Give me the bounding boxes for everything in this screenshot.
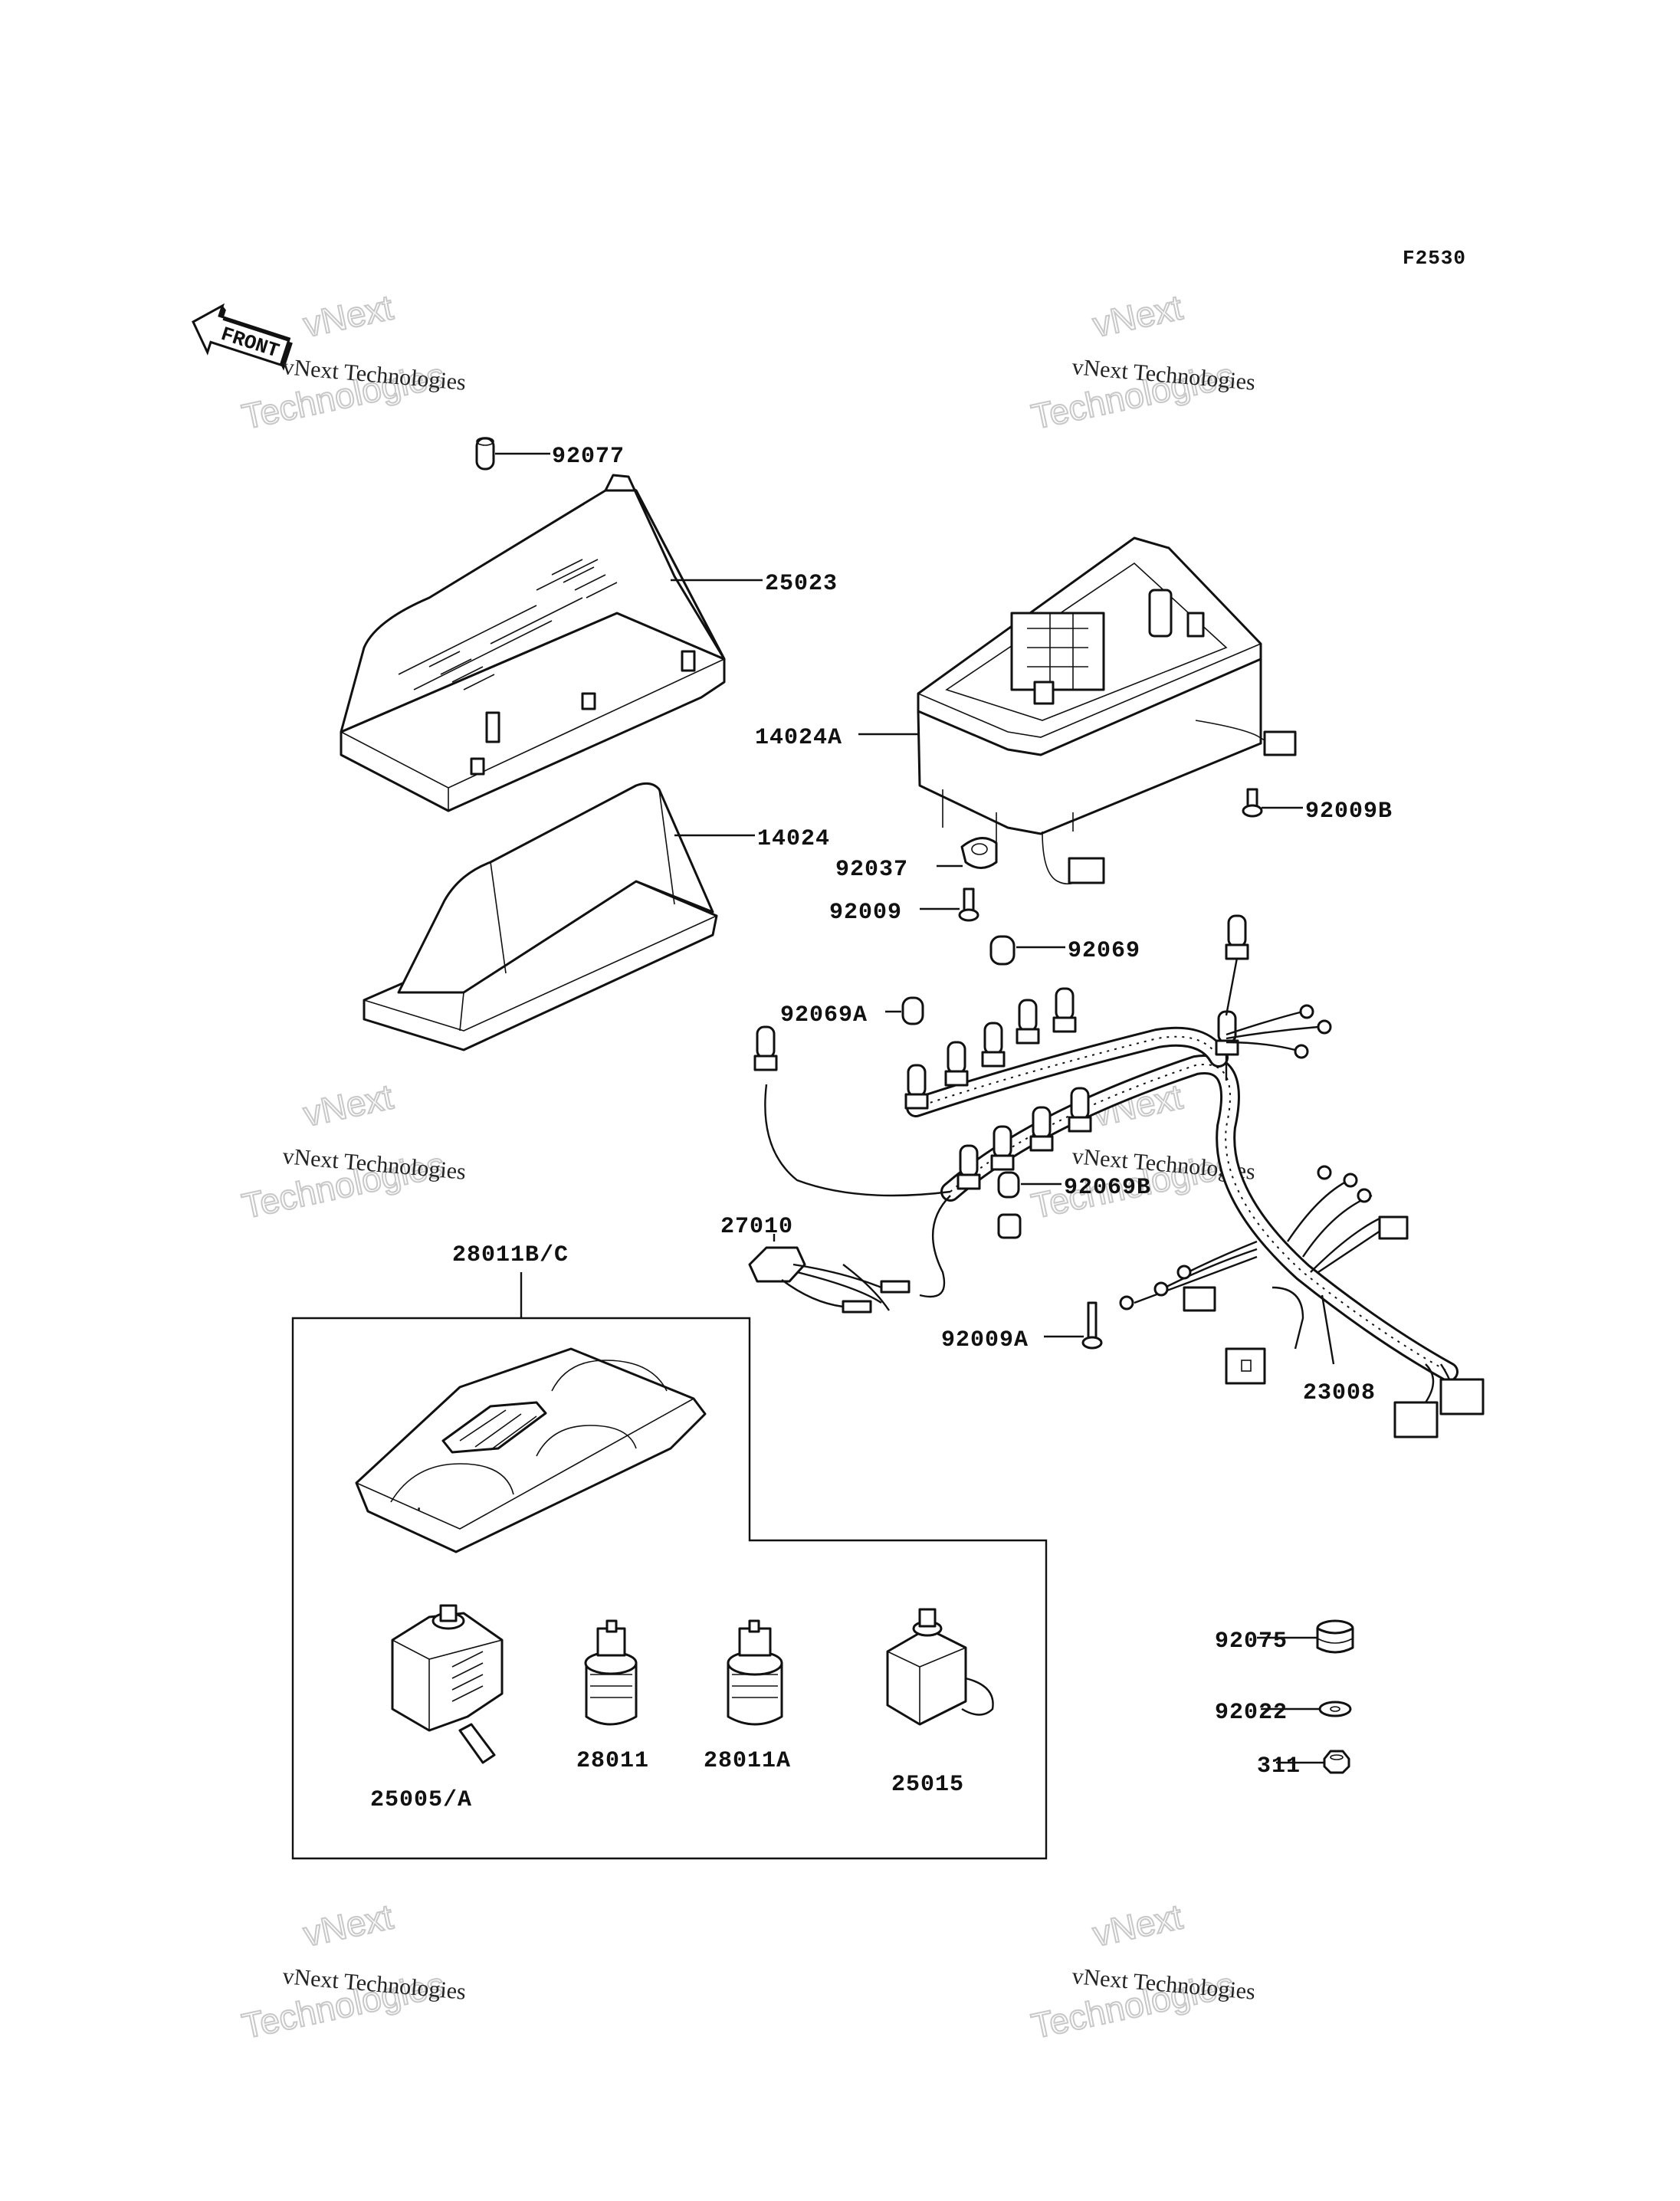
label-14024A: 14024A [755,725,842,751]
part-92022-washer [1318,1701,1352,1717]
svg-text:vNext: vNext [300,1076,396,1133]
part-28011A-lamp [727,1619,783,1726]
label-92009: 92009 [829,900,902,926]
label-92009A: 92009A [941,1327,1029,1353]
label-311: 311 [1257,1753,1301,1779]
part-27010-sensor [748,1246,911,1314]
watermark-bottom-right: vNext Technologies vNext Technologies [1027,1895,1256,2046]
label-92069B: 92069B [1064,1175,1151,1201]
part-14024-meter-lower-cover [363,782,718,1051]
label-28011BC: 28011B/C [452,1242,569,1268]
front-arrow-icon: FRONT [192,303,293,371]
label-25023: 25023 [765,571,838,597]
label-27010: 27010 [720,1214,793,1240]
label-25015: 25015 [891,1772,964,1798]
label-25005A: 25005/A [370,1787,472,1813]
part-25023-meter-cover [340,474,726,812]
part-92069A-bulb [901,996,924,1025]
svg-text:vNext: vNext [300,1896,396,1953]
part-23008-wiring-harness [753,914,1485,1438]
part-92077-pin [475,437,495,471]
part-92009A-screw [1081,1301,1103,1350]
figure-code: F2530 [1403,247,1466,270]
kit-box-outline [291,1317,1048,1860]
watermark-top-right: vNext Technologies vNext Technologies [1027,286,1256,437]
watermark-middle-left: vNext Technologies vNext Technologies [238,1075,467,1226]
part-92069-bulb [989,935,1016,966]
label-92022: 92022 [1215,1700,1288,1726]
part-92037-clamp [960,837,998,869]
svg-text:vNext: vNext [1089,1896,1186,1953]
label-92077: 92077 [552,444,625,470]
part-311-nut [1323,1750,1350,1774]
part-25005A-gauge [391,1604,504,1764]
part-meter-panel-board: · [355,1347,707,1553]
part-92009-screw [958,887,979,922]
label-92069A: 92069A [780,1002,868,1028]
part-14024A-meter-case [917,536,1297,885]
label-92037: 92037 [835,857,908,883]
label-23008: 23008 [1303,1380,1376,1406]
part-92009B-screw [1242,788,1263,818]
label-28011: 28011 [576,1748,649,1774]
label-28011A: 28011A [704,1748,791,1774]
svg-text:vNext: vNext [300,287,396,344]
label-92075: 92075 [1215,1629,1288,1655]
part-28011-lamp [584,1619,638,1726]
label-92009B: 92009B [1305,799,1393,825]
part-92075-grommet [1316,1619,1354,1654]
watermark-bottom-left: vNext Technologies vNext Technologies [238,1895,467,2046]
label-92069: 92069 [1068,938,1140,964]
label-14024: 14024 [757,826,830,852]
svg-text:vNext: vNext [1089,287,1186,344]
part-92069B-bulb [997,1171,1020,1199]
part-25015-gauge [886,1608,994,1726]
svg-text:·: · [414,1500,424,1519]
